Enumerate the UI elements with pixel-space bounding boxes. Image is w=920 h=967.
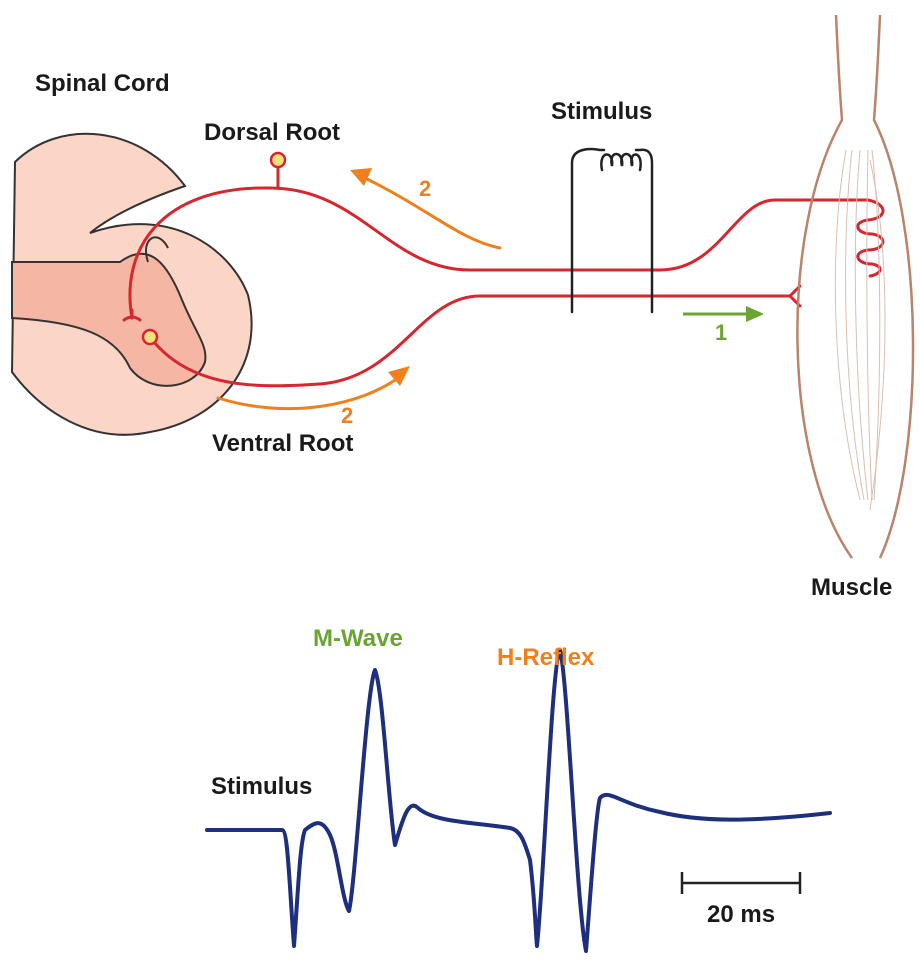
- scale-bar-label: 20 ms: [707, 901, 775, 928]
- dorsal-arrow-head: [350, 168, 372, 186]
- ventral-arrow: [218, 366, 410, 409]
- dorsal-root-ganglion-cell: [271, 153, 285, 167]
- h-reflex-label: H-Reflex: [497, 644, 595, 671]
- stimulus-coil-icon: [601, 154, 640, 170]
- muscle-outline-left: [797, 15, 852, 558]
- path-1-label: 1: [715, 320, 727, 345]
- ventral-root-label: Ventral Root: [212, 430, 353, 457]
- path-2-dorsal-label: 2: [419, 176, 431, 201]
- stimulus-label: Stimulus: [551, 98, 652, 125]
- motor-neuron-cell: [143, 330, 157, 344]
- scale-bar: [682, 872, 800, 894]
- muscle-fibers: [835, 150, 885, 510]
- spinal-cord-label: Spinal Cord: [35, 70, 170, 97]
- stimulus-electrode: [572, 149, 652, 312]
- dorsal-root-label: Dorsal Root: [204, 119, 340, 146]
- motor-arrow-head: [746, 306, 764, 322]
- muscle-label: Muscle: [811, 574, 892, 601]
- m-wave-label: M-Wave: [313, 625, 403, 652]
- stimulus-trace-label: Stimulus: [211, 773, 312, 800]
- path-2-ventral-label: 2: [341, 403, 353, 428]
